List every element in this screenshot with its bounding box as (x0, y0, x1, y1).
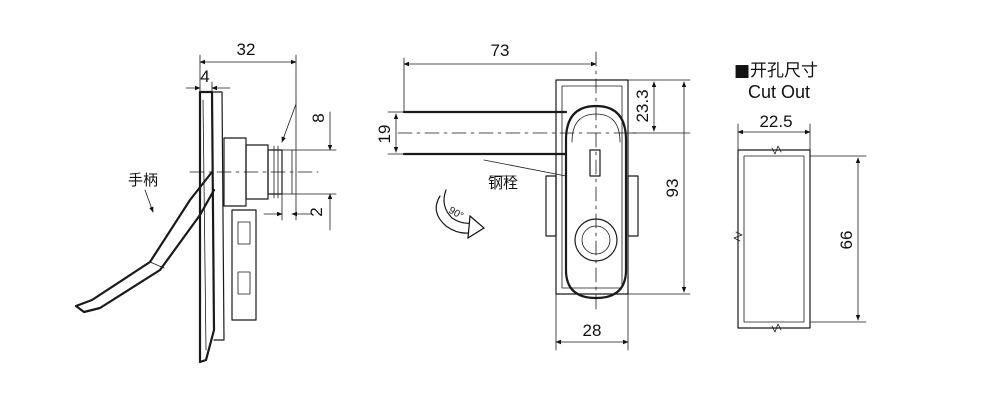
cutout-rectangle (733, 145, 811, 333)
side-view: 32 4 8 2 手柄 (74, 40, 337, 364)
label-steel-bolt: 钢栓 (488, 174, 518, 192)
dim-front-height: 93 (663, 179, 682, 198)
dim-side-width: 32 (237, 40, 256, 59)
rotation-arrow-icon: 90° (435, 189, 486, 240)
dim-cutout-width: 22.5 (759, 112, 792, 131)
steel-bolt (397, 110, 641, 156)
dim-side-offset: 2 (307, 207, 326, 216)
cutout-title-cn: ■开孔尺寸 (734, 61, 818, 81)
mounting-plate (198, 90, 225, 364)
dim-side-height: 8 (309, 113, 328, 122)
dim-front-length: 73 (491, 41, 510, 60)
cutout-title-en: Cut Out (748, 82, 810, 102)
front-view: 73 19 23.3 93 28 钢栓 90° (375, 41, 691, 351)
dim-cutout-height: 66 (837, 231, 856, 250)
dim-plate-thickness: 4 (200, 67, 209, 86)
lower-bracket (231, 209, 257, 321)
label-handle: 手柄 (128, 171, 158, 189)
dim-bolt-height: 19 (375, 125, 394, 144)
handle-lever (74, 170, 216, 314)
rotation-label: 90° (447, 205, 466, 222)
key-slot (589, 149, 601, 177)
dim-front-width: 28 (583, 321, 602, 340)
cutout-view: ■开孔尺寸 Cut Out 22.5 66 (733, 61, 867, 333)
dim-front-top: 23.3 (633, 89, 652, 122)
